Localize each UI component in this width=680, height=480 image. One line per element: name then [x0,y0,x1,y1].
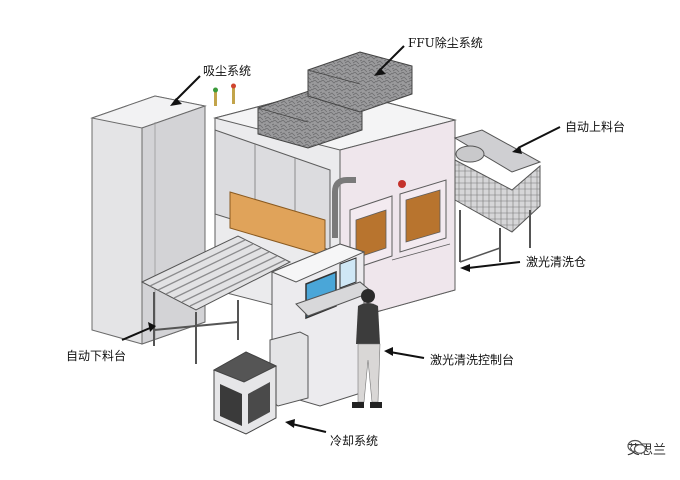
operator-figure [352,289,382,408]
label-dust-system: 吸尘系统 [203,64,252,78]
callout-arrowheads [148,68,522,428]
label-cooling-system: 冷却系统 [330,434,379,448]
callout-arrows [121,45,561,433]
cooling-system-unit [212,351,278,435]
red-indicator-light [398,180,406,188]
label-laser-chamber: 激光清洗仓 [526,255,587,269]
label-auto-unloading: 自动下料台 [66,349,127,363]
auto-loading-table [453,129,542,263]
label-laser-console: 激光清洗控制台 [430,353,515,367]
label-auto-loading: 自动上料台 [565,120,626,134]
laser-control-console [269,243,373,407]
watermark: 艾思兰 [627,439,666,458]
dust-collector-cabinet [90,95,207,345]
wechat-icon [627,439,647,454]
auto-unloading-conveyor [140,235,292,364]
ffu-filter-units [257,51,413,149]
label-ffu-system: FFU除尘系统 [408,36,483,50]
